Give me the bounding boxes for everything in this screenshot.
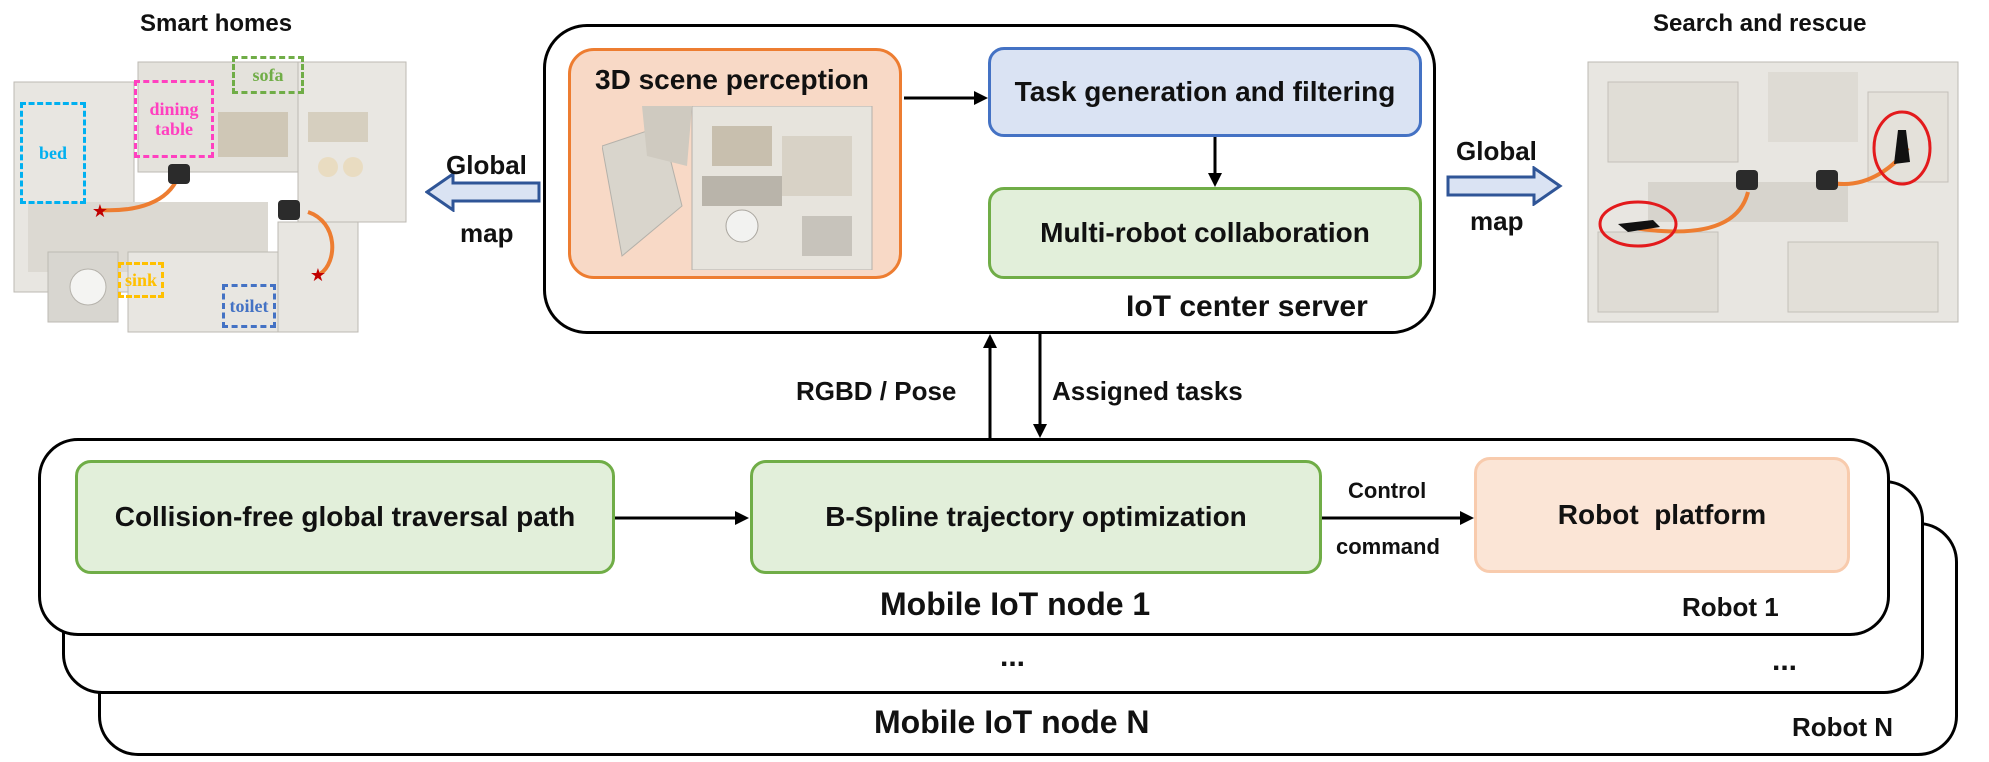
victim-circle-b [1872,110,1932,186]
ellipsis-center: ... [1000,640,1026,673]
toilet-label: toilet [222,284,276,328]
robot-icon [1816,170,1838,190]
control-command-line2: command [1336,534,1440,559]
multi-robot-collaboration-label: Multi-robot collaboration [1040,217,1370,248]
sofa-label: sofa [232,56,304,94]
mobile-iot-node-n-label: Mobile IoT node N [874,704,1150,740]
robot-platform-box: Robot platform [1474,457,1850,573]
assigned-tasks-label: Assigned tasks [1052,376,1243,406]
global-map-right-line2: map [1470,206,1524,236]
robot-icon [168,164,190,184]
rescue-floor-plan-graphic [1587,61,1959,323]
search-rescue-title: Search and rescue [1653,10,1867,37]
search-rescue-floor-map [1568,52,1980,334]
trajectory-a [99,176,180,213]
perception-to-task-arrow [904,91,988,105]
rgbd-pose-up-arrow [983,334,997,438]
multi-robot-collaboration-box: Multi-robot collaboration [988,187,1422,279]
robot-platform-label: Robot platform [1557,499,1767,530]
task-generation-box: Task generation and filtering [988,47,1422,137]
bed-label: bed [20,102,86,204]
control-command-line1: Control [1348,478,1427,503]
rescue-trajectory-a [1627,191,1750,234]
trajectory-b [307,210,335,276]
assigned-tasks-down-arrow [1033,334,1047,438]
robot-icon [1736,170,1758,190]
ellipsis-right: ... [1772,644,1798,677]
bspline-to-platform-arrow [1322,511,1474,525]
svg-text:★: ★ [92,201,108,221]
floor-plan-graphic: ★ ★ [13,61,407,333]
svg-text:★: ★ [310,265,326,285]
global-map-right-arrow [1446,166,1563,206]
path-to-bspline-arrow [615,511,749,525]
global-map-left-line2: map [460,218,514,248]
robot-icon [278,200,300,220]
global-map-left-line1: Global [446,150,527,180]
iot-center-server-box [543,24,1436,334]
dining-table-label: dining table [134,80,214,158]
smart-home-floor-map: ★ ★ bed dining table sofa sink toilet [8,52,420,334]
iot-center-server-label: IoT center server [1126,290,1368,323]
scene-perception-label: 3D scene perception [595,64,869,95]
mobile-iot-node-1-label: Mobile IoT node 1 [880,586,1151,622]
smart-homes-title: Smart homes [140,10,293,37]
rgbd-pose-label: RGBD / Pose [796,376,957,406]
global-map-right-line1: Global [1456,136,1537,166]
bspline-label: B-Spline trajectory optimization [825,501,1247,532]
robot-1-label: Robot 1 [1682,592,1779,622]
global-path-label: Collision-free global traversal path [114,501,576,532]
task-to-collaboration-arrow [1208,137,1222,187]
scene-reconstruction-image [601,105,878,271]
victim-circle-a [1598,200,1678,248]
task-generation-label: Task generation and filtering [1014,76,1396,107]
global-map-left-arrow [425,172,541,212]
robot-n-label: Robot N [1792,712,1894,742]
sink-label: sink [118,262,164,298]
global-path-box: Collision-free global traversal path [75,460,615,574]
bspline-box: B-Spline trajectory optimization [750,460,1322,574]
